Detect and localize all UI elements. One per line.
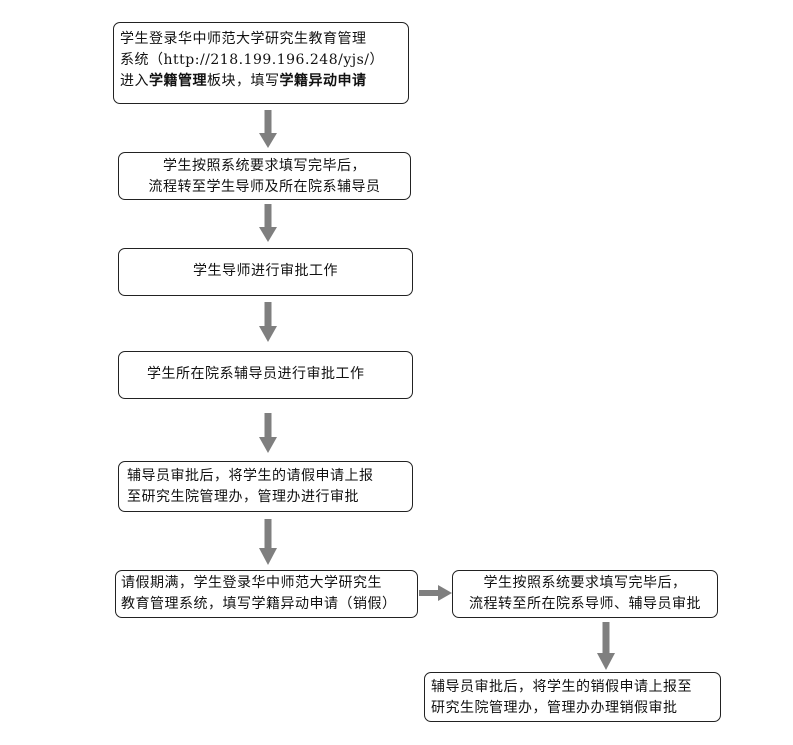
step-login-line3: 进入学籍管理板块，填写学籍异动申请: [120, 71, 408, 92]
step-login-line1: 学生登录华中师范大学研究生教育管理: [120, 31, 367, 47]
step-report-line2: 至研究生院管理办，管理办进行审批: [127, 489, 359, 505]
arrow-down-3: [258, 302, 278, 342]
step-fill-form-box: 学生按照系统要求填写完毕后， 流程转至学生导师及所在院系辅导员: [118, 152, 411, 200]
step-counselor-approval-box: 学生所在院系辅导员进行审批工作: [118, 351, 413, 399]
step-leave-expires-box: 请假期满，学生登录华中师范大学研究生 教育管理系统，填写学籍异动申请（销假）: [115, 570, 418, 618]
arrow-down-5: [258, 519, 278, 565]
arrow-down-1: [258, 110, 278, 148]
step-fill-cancel-line1: 学生按照系统要求填写完毕后，: [483, 575, 687, 591]
step-leave-expires-line2: 教育管理系统，填写学籍异动申请（销假）: [121, 596, 397, 612]
step-login-line3-mid: 板块，填写: [207, 73, 280, 89]
step-login-line3-pre: 进入: [120, 73, 149, 89]
arrow-right: [419, 585, 452, 601]
step-report-line1: 辅导员审批后，将学生的请假申请上报: [127, 468, 374, 484]
step-cancel-approval-line2: 研究生院管理办，管理办办理销假审批: [431, 700, 678, 716]
step-login-highlight-application: 学籍异动申请: [279, 73, 367, 89]
step-fill-cancel-form-box: 学生按照系统要求填写完毕后， 流程转至所在院系导师、辅导员审批: [452, 570, 718, 618]
step-report-graduate-school-box: 辅导员审批后，将学生的请假申请上报 至研究生院管理办，管理办进行审批: [118, 461, 413, 512]
step-login-box: 学生登录华中师范大学研究生教育管理 系统（http://218.199.196.…: [113, 22, 409, 104]
step-counselor-approval-text: 学生所在院系辅导员进行审批工作: [147, 366, 365, 382]
step-advisor-approval-box: 学生导师进行审批工作: [118, 248, 413, 296]
step-advisor-approval-text: 学生导师进行审批工作: [193, 263, 338, 279]
arrow-down-4: [258, 413, 278, 453]
step-fill-cancel-line2: 流程转至所在院系导师、辅导员审批: [469, 596, 701, 612]
step-fill-form-line1: 学生按照系统要求填写完毕后，: [163, 158, 366, 174]
step-fill-form-line2: 流程转至学生导师及所在院系辅导员: [148, 179, 381, 195]
step-login-highlight-records: 学籍管理: [149, 73, 207, 89]
step-login-line2: 系统（http://218.199.196.248/yjs/）: [120, 52, 384, 68]
arrow-down-6: [596, 622, 616, 670]
arrow-down-2: [258, 204, 278, 242]
step-cancel-approval-line1: 辅导员审批后，将学生的销假申请上报至: [431, 679, 692, 695]
step-leave-expires-line1: 请假期满，学生登录华中师范大学研究生: [121, 575, 382, 591]
step-cancel-approval-box: 辅导员审批后，将学生的销假申请上报至 研究生院管理办，管理办办理销假审批: [424, 672, 721, 722]
